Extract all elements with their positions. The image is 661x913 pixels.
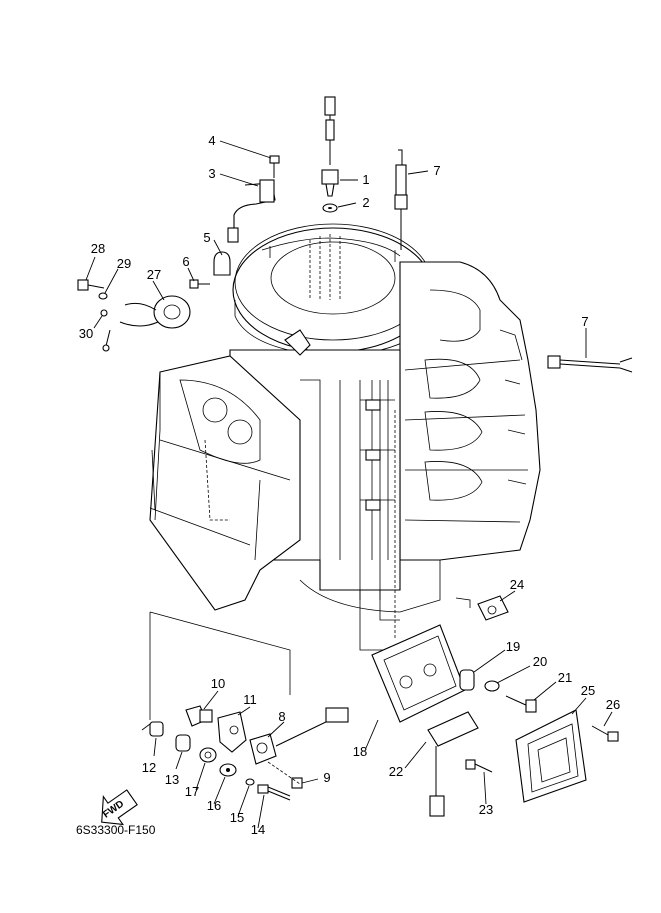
part-12-plug [141, 721, 164, 757]
part-1-sensor [321, 96, 358, 197]
callout-1: 1 [362, 172, 369, 187]
callout-13: 13 [165, 772, 179, 787]
callout-22: 22 [389, 764, 403, 779]
callout-12: 12 [142, 760, 156, 775]
part-26-screw [591, 711, 619, 742]
part-16-washer [213, 763, 237, 805]
part-15-washer [237, 778, 255, 817]
callout-23: 23 [479, 802, 493, 817]
callout-30: 30 [79, 326, 93, 341]
callout-16: 16 [207, 798, 221, 813]
part-17-spacer [195, 747, 217, 791]
callout-6: 6 [182, 254, 189, 269]
part-29-washer [98, 268, 119, 300]
part-22-module [404, 711, 479, 817]
part-28-bolt [77, 256, 105, 291]
callout-labels: 1 2 3 4 5 6 7 7 8 9 10 11 12 13 14 15 16… [79, 133, 620, 837]
part-13-grommet [175, 734, 191, 770]
callout-28: 28 [91, 241, 105, 256]
callout-2: 2 [362, 195, 369, 210]
part-30-clamp [93, 309, 108, 329]
callout-18: 18 [353, 744, 367, 759]
part-20-collar [484, 665, 531, 692]
part-5-clip [213, 239, 231, 276]
callout-15: 15 [230, 810, 244, 825]
callout-7-top: 7 [433, 163, 440, 178]
part-3-bracket [219, 173, 276, 243]
callout-14: 14 [251, 822, 265, 837]
callout-19: 19 [506, 639, 520, 654]
callout-4: 4 [208, 133, 215, 148]
callout-11: 11 [243, 692, 257, 707]
bottom-left-frame [149, 611, 291, 720]
callout-26: 26 [606, 697, 620, 712]
callout-5: 5 [203, 230, 210, 245]
part-4-screw [219, 140, 280, 178]
callout-24: 24 [510, 577, 524, 592]
callout-20: 20 [533, 654, 547, 669]
callout-21: 21 [558, 670, 572, 685]
part-27-coil [102, 280, 191, 352]
part-21-bolt [505, 681, 557, 713]
diagram-code: 6S33300-F150 [76, 823, 156, 837]
callout-10: 10 [211, 676, 225, 691]
part-19-grommet [459, 649, 506, 691]
callout-9: 9 [323, 770, 330, 785]
callout-25: 25 [581, 683, 595, 698]
part-24-connector [455, 590, 516, 621]
fwd-arrow-marker: FWD [101, 789, 138, 826]
part-8-position-sensor [249, 707, 349, 765]
part-6-bolt [187, 267, 210, 289]
part-18-bracket [365, 624, 466, 749]
callout-17: 17 [185, 784, 199, 799]
part-7-sender-right [547, 328, 633, 373]
part-23-screw [465, 759, 493, 805]
part-11-bracket [217, 706, 251, 753]
intake-panel [149, 355, 301, 611]
part-9-screw [291, 777, 319, 789]
callout-3: 3 [208, 166, 215, 181]
callout-8: 8 [278, 709, 285, 724]
engine-assembly [149, 223, 541, 651]
part-25-cover [515, 697, 587, 803]
part-2-washer [322, 202, 357, 213]
callout-7-right: 7 [581, 314, 588, 329]
part-10-holder [185, 690, 219, 727]
part-14-bolt [257, 784, 291, 829]
callout-27: 27 [147, 267, 161, 282]
cylinder-block [299, 261, 541, 613]
callout-29: 29 [117, 256, 131, 271]
part-7-sender-top [394, 149, 429, 250]
